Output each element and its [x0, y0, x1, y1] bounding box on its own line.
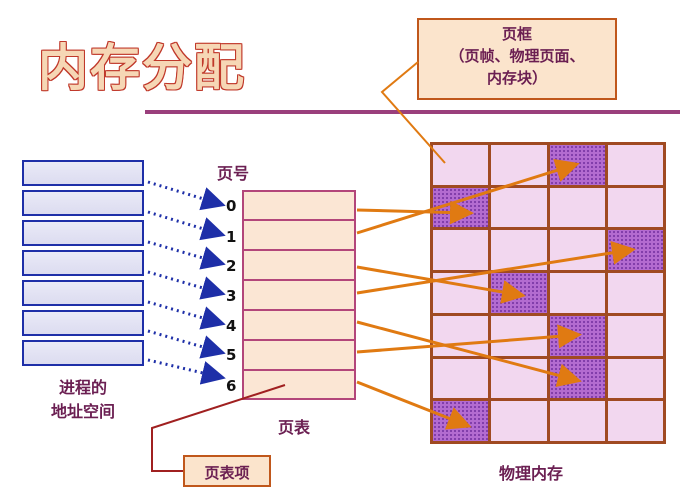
memory-frame — [433, 230, 489, 271]
page-frame-pointer — [380, 61, 446, 164]
page-table — [242, 190, 356, 400]
dotted-arrow — [147, 329, 226, 359]
memory-frame — [549, 187, 605, 228]
memory-frame — [491, 187, 547, 228]
memory-frame — [549, 273, 605, 313]
address-space-page — [22, 250, 144, 276]
address-space-page — [22, 190, 144, 216]
mapping-arrow — [356, 240, 636, 295]
page-table-entry — [242, 250, 356, 280]
address-space-page — [22, 340, 144, 366]
memory-frame — [491, 315, 547, 356]
title-divider — [145, 110, 680, 114]
mapping-arrow — [356, 380, 472, 430]
memory-frame — [549, 401, 605, 441]
page-table-entry — [242, 190, 356, 220]
address-space-page — [22, 310, 144, 336]
memory-frame — [491, 401, 547, 441]
page-frame-callout-line2: （页帧、物理页面、 — [449, 47, 585, 65]
address-space-page — [22, 280, 144, 306]
memory-frame — [433, 358, 489, 399]
memory-frame — [607, 145, 663, 185]
dotted-arrow — [147, 240, 226, 270]
page-frame-callout: 页框 （页帧、物理页面、 内存块） — [417, 18, 617, 100]
page-number-2: 2 — [226, 257, 237, 275]
address-space-page — [22, 160, 144, 186]
mapping-arrow — [356, 320, 582, 387]
memory-frame — [491, 145, 547, 185]
page-table-entry — [242, 370, 356, 400]
process-label-line1: 进程的 — [58, 378, 107, 397]
address-space-page — [22, 220, 144, 246]
page-table-entry — [242, 280, 356, 310]
page-table-entry-callout: 页表项 — [183, 455, 271, 487]
page-table-entry — [242, 340, 356, 370]
memory-frame — [549, 230, 605, 271]
page-number-6: 6 — [226, 377, 237, 395]
page-number-label: 页号 — [217, 164, 250, 183]
page-table-entry — [242, 220, 356, 250]
dotted-arrow — [147, 210, 226, 241]
mapping-arrow — [356, 158, 580, 235]
process-address-space-label: 进程的 地址空间 — [38, 376, 128, 424]
dotted-arrow — [147, 358, 226, 385]
page-number-5: 5 — [226, 346, 237, 364]
page-frame-callout-line3: 内存块） — [486, 69, 547, 87]
page-number-0: 0 — [226, 197, 237, 215]
page-number-1: 1 — [226, 228, 237, 246]
dotted-arrow — [147, 300, 226, 330]
process-address-space — [22, 160, 144, 370]
page-number-4: 4 — [226, 317, 237, 335]
memory-frame — [607, 401, 663, 441]
page-frame-callout-line1: 页框 — [501, 25, 532, 43]
memory-frame — [433, 145, 489, 185]
dotted-arrow — [147, 270, 226, 300]
memory-frame — [607, 358, 663, 399]
page-table-entry — [242, 310, 356, 340]
page-number-3: 3 — [226, 287, 237, 305]
memory-frame — [607, 187, 663, 228]
dotted-arrow — [147, 180, 226, 211]
memory-frame — [607, 315, 663, 356]
memory-frame — [607, 273, 663, 313]
page-table-label: 页表 — [278, 418, 311, 437]
mapping-arrow — [356, 200, 474, 225]
page-title: 内存分配 — [38, 39, 246, 97]
physical-memory-label: 物理内存 — [499, 464, 564, 483]
process-label-line2: 地址空间 — [50, 402, 115, 421]
mapping-arrow — [356, 324, 582, 354]
page-table-entry-pointer — [151, 384, 286, 472]
